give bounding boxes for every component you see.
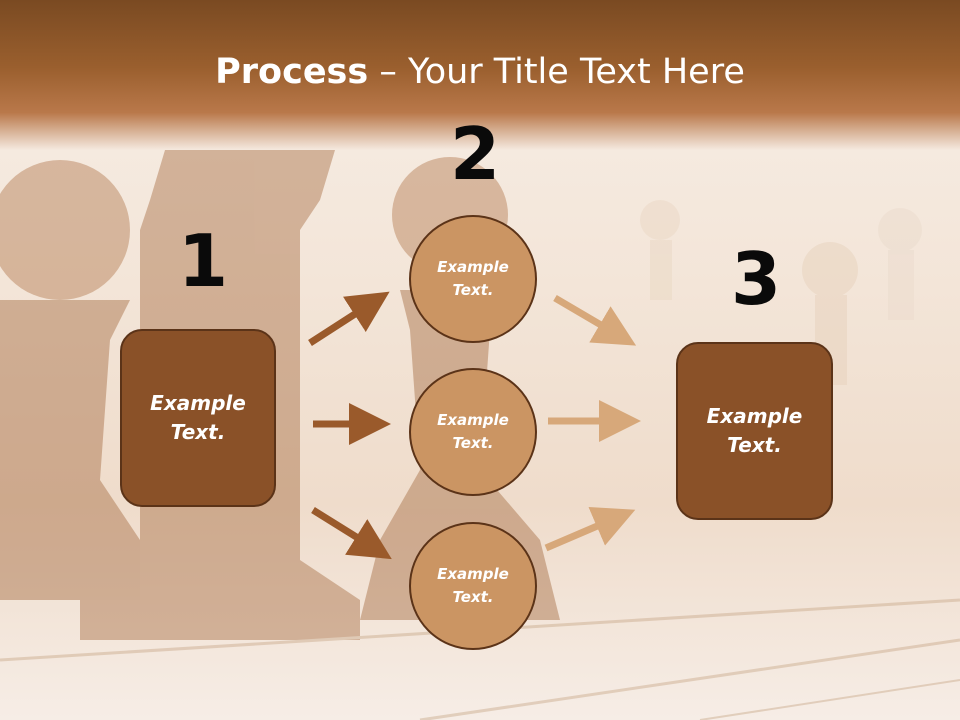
- arrow-right-up-1: [308, 291, 390, 346]
- step-1-text-line2: Text.: [170, 420, 226, 444]
- step-1-text-line1: Example: [150, 391, 246, 415]
- arrow-right-down-2: [553, 294, 637, 346]
- step-1-box: Example Text.: [120, 329, 276, 507]
- circle-top-line1: Example: [437, 258, 509, 276]
- arrow-right-up-2: [544, 506, 636, 552]
- step-2-circle-middle: Example Text.: [409, 368, 537, 496]
- circle-middle-line1: Example: [437, 411, 509, 429]
- circle-middle-line2: Text.: [452, 434, 494, 452]
- step-3-text-line1: Example: [706, 404, 803, 428]
- circle-bottom-line1: Example: [437, 565, 509, 583]
- step-3-box: Example Text.: [676, 342, 833, 520]
- step-2-circle-top: Example Text.: [409, 215, 537, 343]
- step-number-1: 1: [178, 219, 229, 303]
- title-rest: – Your Title Text Here: [368, 52, 745, 92]
- step-number-2: 2: [450, 112, 501, 196]
- circle-top-line2: Text.: [452, 281, 494, 299]
- arrow-right-down-1: [311, 507, 392, 560]
- header-band: [0, 0, 960, 150]
- circle-bottom-line2: Text.: [452, 588, 494, 606]
- slide-title: Process – Your Title Text Here: [0, 52, 960, 92]
- title-bold: Process: [215, 52, 369, 92]
- step-3-text-line2: Text.: [727, 433, 782, 457]
- step-2-circle-bottom: Example Text.: [409, 522, 537, 650]
- step-number-3: 3: [731, 237, 782, 321]
